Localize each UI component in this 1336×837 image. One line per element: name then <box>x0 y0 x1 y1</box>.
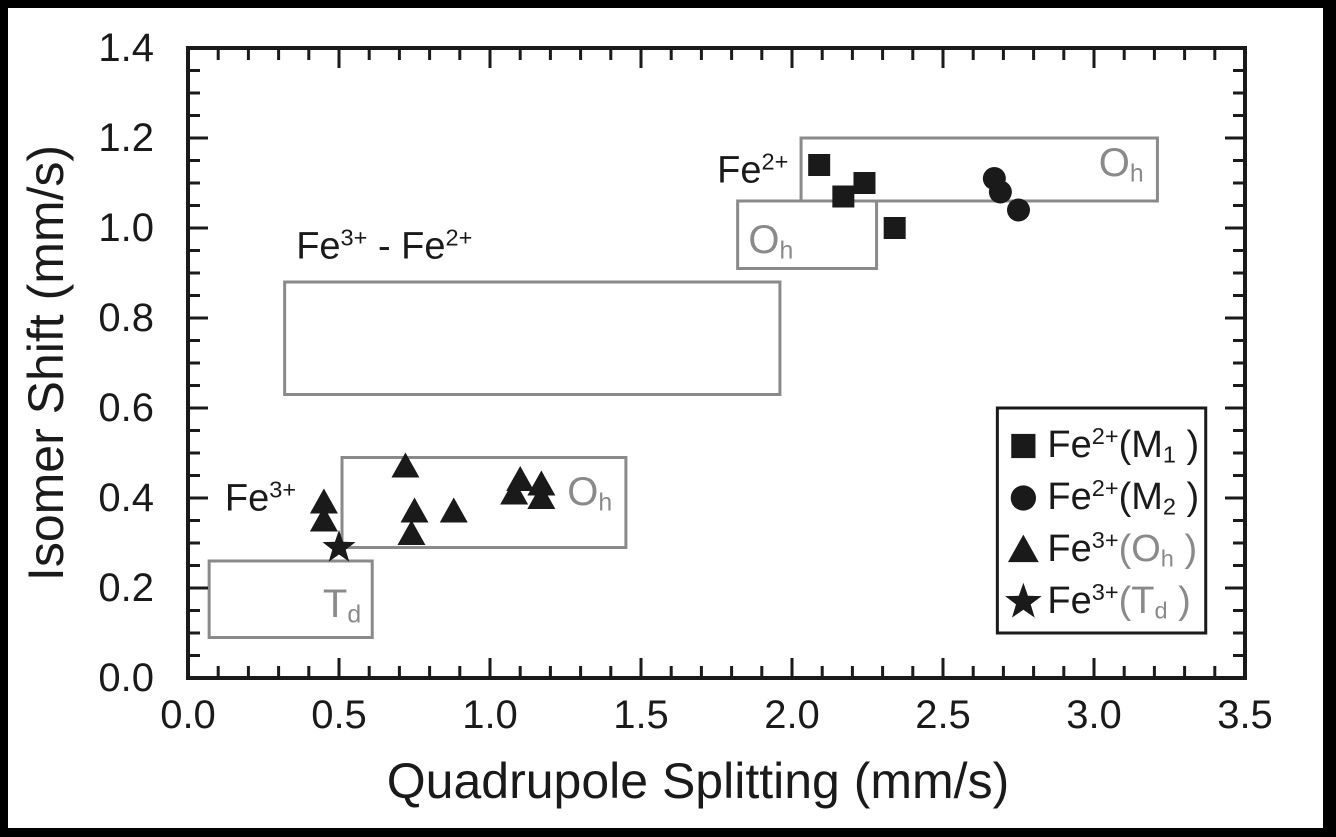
region-box-fe3-td <box>207 559 374 639</box>
data-point-circle <box>1007 198 1030 222</box>
data-point-triangle <box>400 497 429 523</box>
region-box-fe2-oh-upper <box>799 136 1159 203</box>
data-point-triangle <box>391 452 420 478</box>
data-point-triangle <box>309 488 338 514</box>
region-box-fe2-oh-lower <box>736 199 879 270</box>
data-point-square <box>808 154 831 176</box>
data-point-triangle <box>506 466 535 491</box>
data-point-square <box>1011 433 1036 459</box>
data-point-star <box>1005 582 1042 618</box>
data-point-triangle <box>527 470 556 496</box>
data-point-circle <box>988 180 1012 204</box>
data-point-triangle <box>397 520 426 545</box>
data-point-triangle <box>309 506 338 532</box>
region-box-fe3-oh <box>340 456 628 549</box>
data-point-triangle <box>527 484 556 509</box>
data-point-star <box>322 530 356 562</box>
data-point-square <box>853 172 876 194</box>
data-point-circle <box>1010 485 1037 511</box>
region-box-fe3-fe2-mixed <box>283 280 782 396</box>
data-point-triangle <box>500 479 529 505</box>
data-point-triangle <box>1007 534 1039 563</box>
data-point-triangle <box>439 497 468 523</box>
data-point-square <box>832 185 855 208</box>
data-point-square <box>883 217 906 239</box>
